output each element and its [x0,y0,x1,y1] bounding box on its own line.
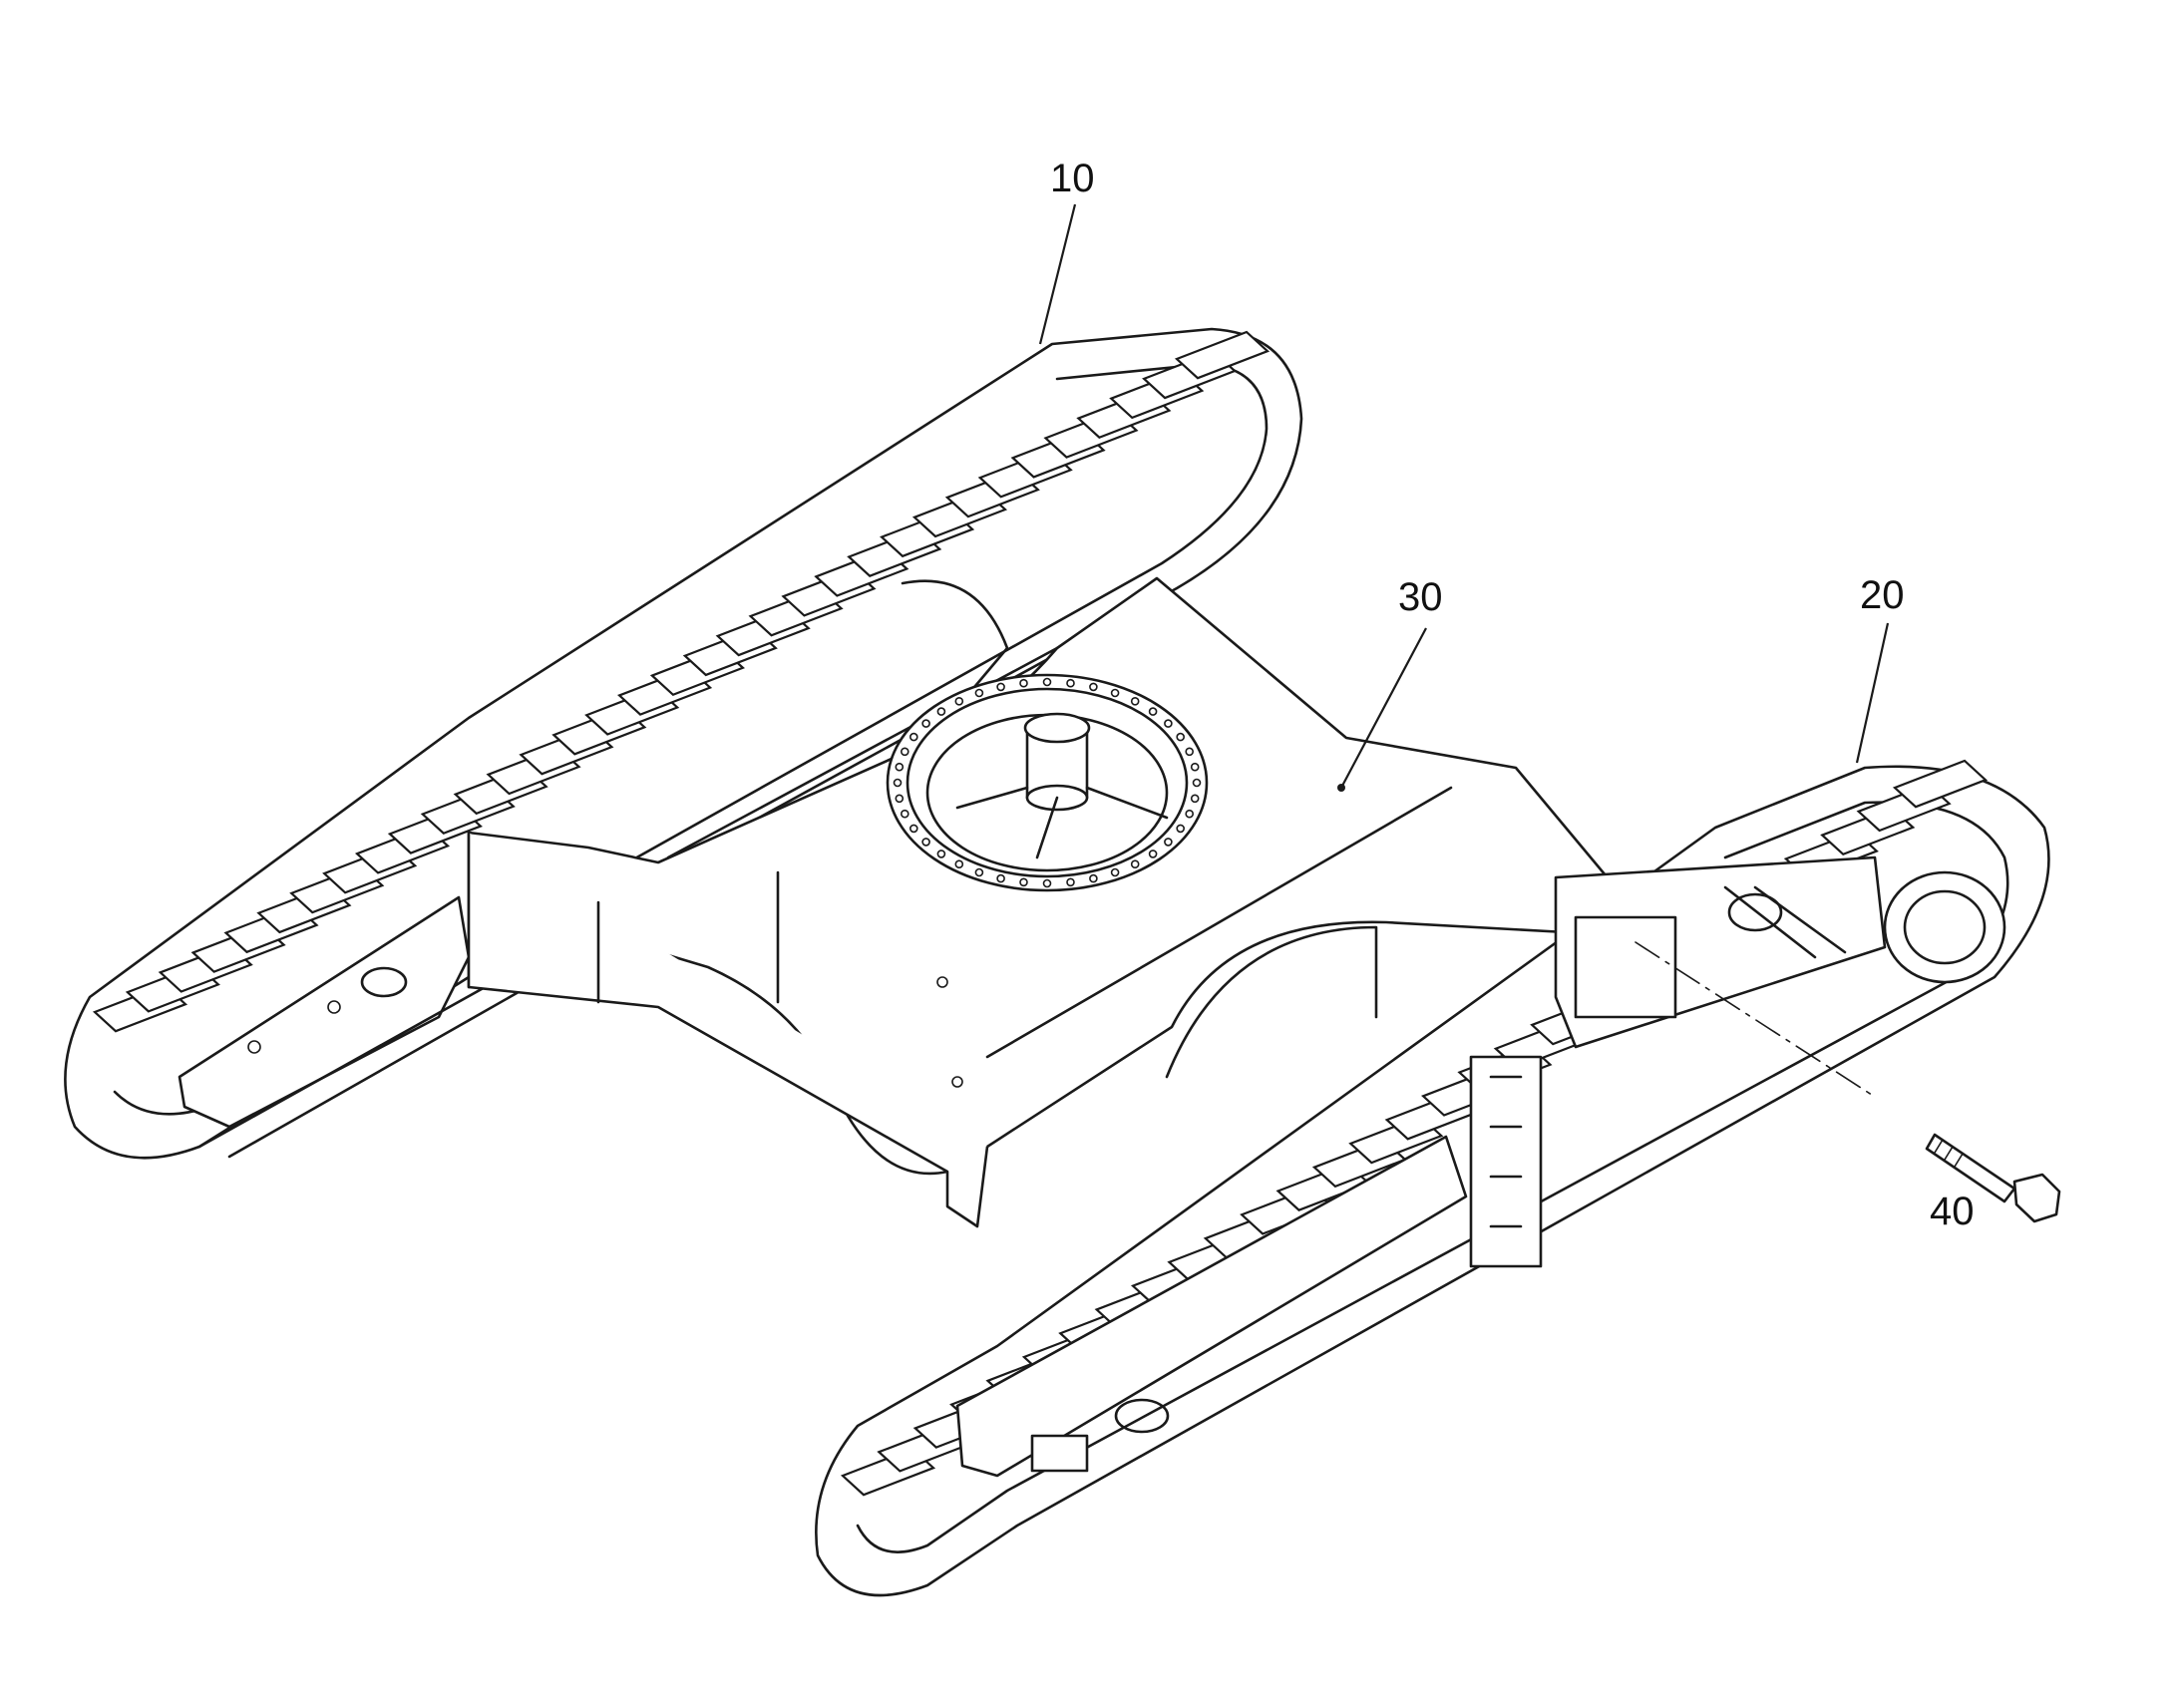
bolt-hole [1042,677,1052,687]
ref-label-20: 20 [1860,573,1905,617]
bolt-hole [974,867,984,877]
bolt-hole [1190,762,1200,772]
bolt-hole [895,762,905,772]
bolt-hole [908,732,918,742]
bolt-hole [996,873,1005,883]
car-body-30-cutout-front [1165,925,1378,1079]
bolt-hole [954,859,964,869]
ref-label-30: 30 [1398,575,1443,619]
crawler-track-10 [64,327,1303,1160]
bolt-hole [954,696,964,706]
track-20-inner-belt [856,801,2009,1553]
bolt-hole [1190,794,1200,804]
bolt-hole [893,778,903,788]
ref-label-10: 10 [1050,157,1095,200]
bolt-hole [1192,778,1202,788]
bolt-hole [1110,867,1120,877]
bolt-hole [936,707,946,716]
car-body-30-cutout-rear [901,579,1009,745]
track-20-bracket [1574,915,1677,1019]
bolt-hole [1110,688,1120,698]
bolt-hole [921,838,930,847]
bolt-hole [1176,732,1185,742]
bolt-hole [1130,696,1140,706]
track-20-sprocket [1883,870,2006,984]
bolt-hole [908,824,918,834]
track-shoe [1174,330,1271,380]
track-10-side-frame [178,895,471,1129]
leader-10 [1038,203,1077,345]
leader-20 [1855,622,1890,764]
bolt-hole [900,809,909,819]
bolt-40-head [2012,1173,2061,1223]
bolt-hole [1164,838,1173,847]
track-20-side-frame [955,1135,1468,1478]
track-shoe [1892,759,1989,809]
bolt-hole [900,747,909,757]
bolt-40-axis [1635,941,1876,1098]
bolt-hole [1089,873,1098,883]
slewing-ring [886,673,1209,892]
slewing-ring-bolt-holes [893,677,1202,888]
track-10-hole [360,966,408,998]
ref-label-40: 40 [1930,1190,1975,1233]
bolt-hole [996,682,1005,692]
bolt-hole [1185,747,1194,757]
crawler-track-20 [815,759,2050,1597]
bolt-hole [974,688,984,698]
bolt-hole [1019,678,1028,688]
bolt-hole [1148,850,1158,858]
bolt-40 [1635,941,2061,1223]
leader-30 [1340,627,1427,789]
bolt-hole [1066,678,1075,688]
bolt-hole [921,719,930,728]
bolt-hole [1164,719,1173,728]
bolt-hole [1042,878,1052,888]
bolt-hole [1089,682,1098,692]
bolt-hole [1148,707,1158,716]
bolt-hole [1019,877,1028,887]
bolt-hole [1130,859,1140,869]
bolt-hole [1176,824,1185,834]
track-10-inner-belt [113,362,1269,1116]
bolt-hole [895,794,905,804]
bolt-hole [1066,877,1075,887]
bolt-hole [936,850,946,858]
track-10-shoes [92,330,1271,1033]
bolt-hole [1185,809,1194,819]
bolt-40-shank [1925,1133,2016,1203]
